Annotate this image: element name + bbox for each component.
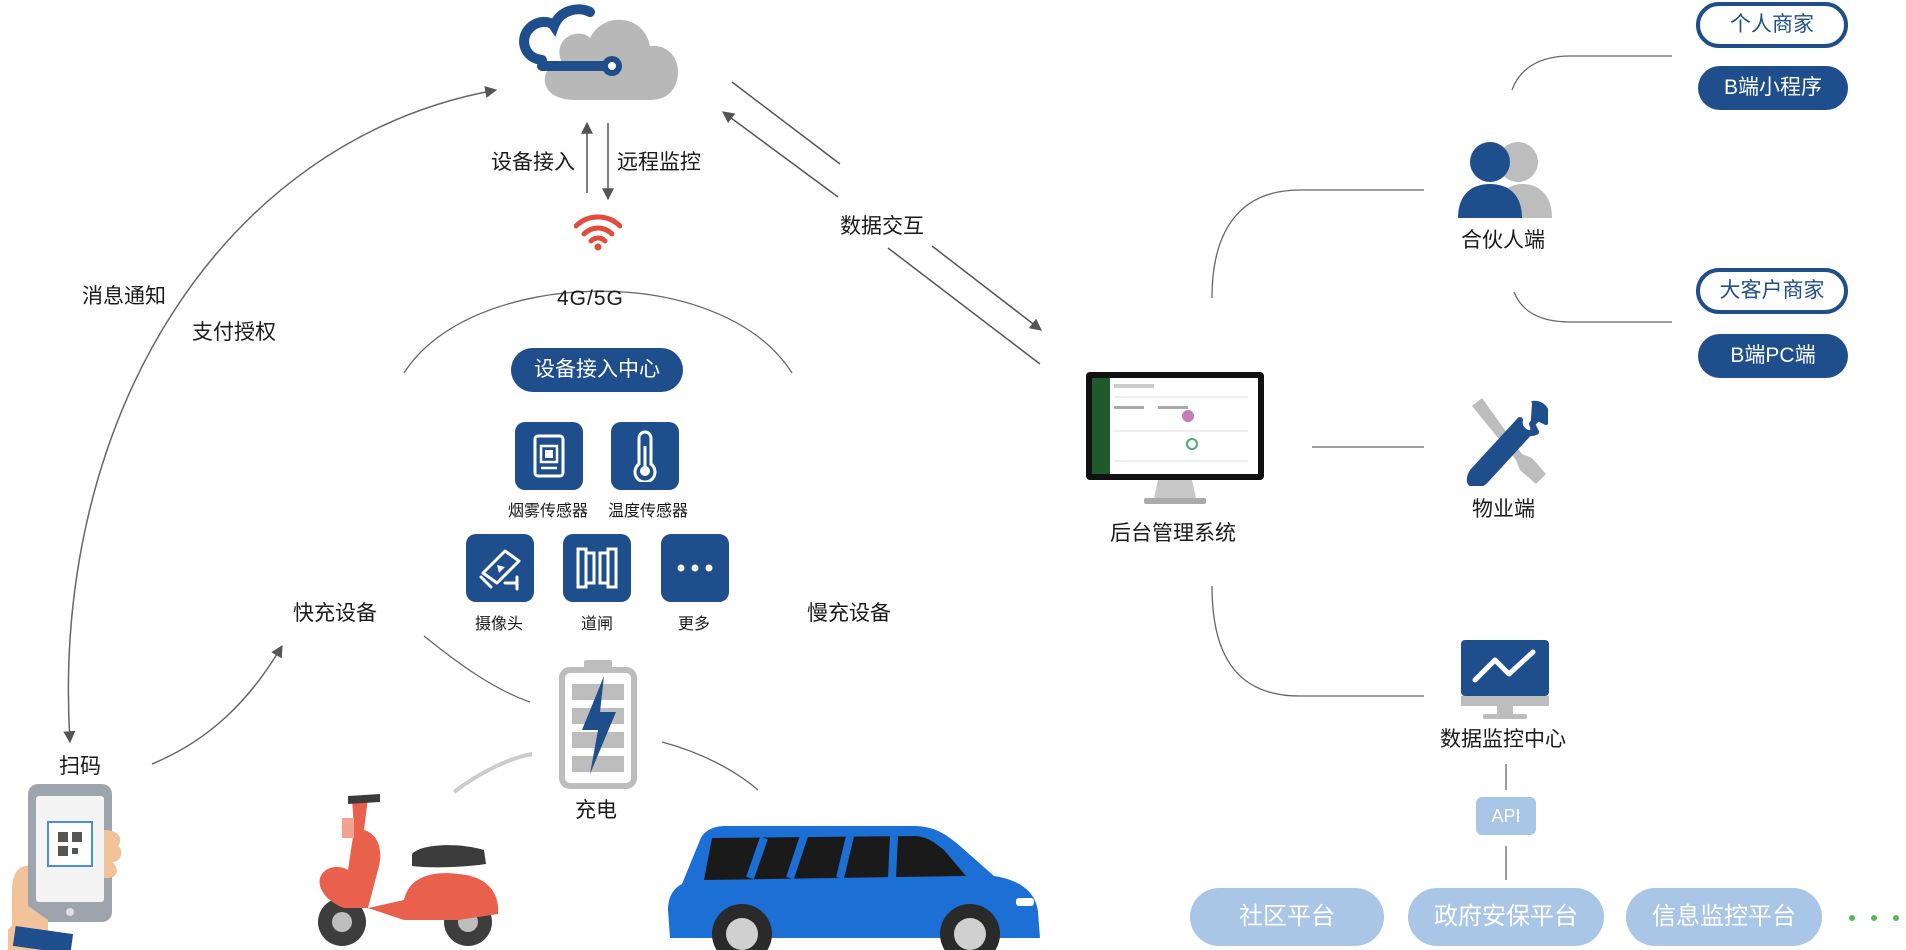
slow-charge-label: 慢充设备 bbox=[807, 602, 891, 625]
more-tile bbox=[661, 534, 729, 602]
phone-scan-icon bbox=[8, 784, 122, 950]
device-access-label: 设备接入 bbox=[491, 151, 575, 174]
payment-auth-label: 支付授权 bbox=[192, 321, 276, 344]
thermometer-icon bbox=[633, 430, 657, 482]
pill-personal-merchant: 个人商家 bbox=[1696, 2, 1848, 48]
device-label-more: 更多 bbox=[678, 616, 711, 633]
scooter-icon bbox=[318, 794, 499, 946]
pill-enterprise-merchant: 大客户商家 bbox=[1696, 268, 1848, 314]
backend-label: 后台管理系统 bbox=[1110, 522, 1236, 545]
camera-tile bbox=[466, 534, 534, 602]
remote-monitor-label: 远程监控 bbox=[617, 151, 701, 174]
message-notice-label: 消息通知 bbox=[82, 285, 166, 308]
cloud-icon bbox=[519, 4, 678, 100]
device-label-gate: 道闸 bbox=[581, 616, 614, 633]
smoke-sensor-tile bbox=[515, 422, 583, 490]
platform-community: 社区平台 bbox=[1190, 888, 1384, 946]
more-icon bbox=[677, 564, 713, 572]
property-label: 物业端 bbox=[1472, 498, 1535, 521]
barrier-gate-tile bbox=[563, 534, 631, 602]
device-label-smoke: 烟雾传感器 bbox=[508, 503, 589, 520]
temperature-sensor-tile bbox=[611, 422, 679, 490]
platform-info-monitor: 信息监控平台 bbox=[1626, 888, 1822, 946]
camera-icon bbox=[479, 549, 521, 591]
wifi-icon bbox=[574, 214, 622, 251]
partner-label: 合伙人端 bbox=[1461, 229, 1545, 252]
charge-label: 充电 bbox=[575, 799, 617, 822]
data-monitor-icon bbox=[1461, 640, 1549, 719]
device-label-camera: 摄像头 bbox=[475, 616, 524, 633]
car-icon bbox=[668, 826, 1040, 950]
pill-b-pc: B端PC端 bbox=[1698, 334, 1848, 378]
api-badge: API bbox=[1476, 797, 1536, 835]
partner-users-icon bbox=[1458, 142, 1552, 218]
platform-government-security: 政府安保平台 bbox=[1408, 888, 1604, 946]
backend-monitor-icon bbox=[1086, 372, 1264, 504]
tools-icon bbox=[1466, 398, 1548, 486]
pill-b-miniprogram: B端小程序 bbox=[1698, 66, 1848, 110]
scan-label: 扫码 bbox=[59, 755, 101, 778]
data-monitor-label: 数据监控中心 bbox=[1440, 728, 1566, 751]
barrier-gate-icon bbox=[576, 547, 618, 589]
device-center-pill: 设备接入中心 bbox=[511, 348, 683, 392]
device-label-temperature: 温度传感器 bbox=[608, 503, 689, 520]
network-label: 4G/5G bbox=[557, 287, 624, 310]
battery-charge-icon bbox=[559, 660, 637, 789]
data-exchange-label: 数据交互 bbox=[840, 215, 924, 238]
smoke-sensor-icon bbox=[533, 434, 565, 478]
fast-charge-label: 快充设备 bbox=[293, 602, 377, 625]
